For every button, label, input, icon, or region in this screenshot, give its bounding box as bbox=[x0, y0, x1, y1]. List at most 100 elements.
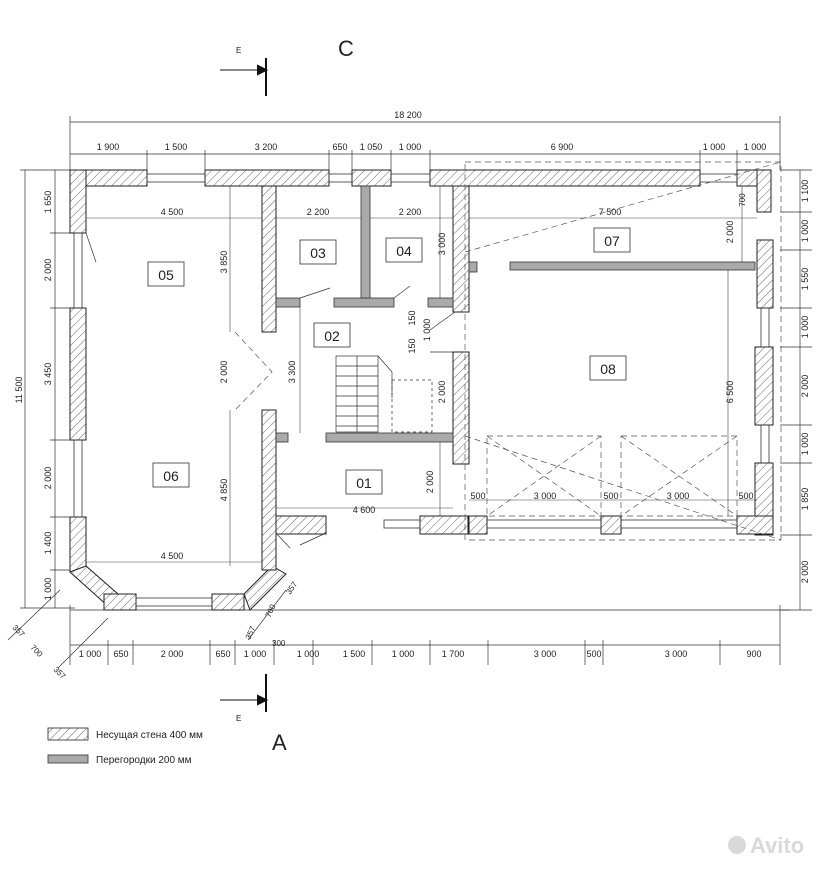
dim-top-4: 650 bbox=[332, 142, 347, 152]
svg-text:07: 07 bbox=[604, 233, 620, 249]
dim-r07-step: 700 bbox=[738, 193, 747, 207]
section-cut-top bbox=[220, 58, 269, 96]
legend-label-bearing-wall: Несущая стена 400 мм bbox=[96, 730, 203, 741]
dim-r07-height: 2 000 bbox=[725, 221, 735, 244]
dim-diag-f: 357 bbox=[284, 580, 299, 597]
dim-diag-g: 300 bbox=[272, 639, 286, 648]
dim-bottom-2: 650 bbox=[113, 649, 128, 659]
dim-top-2: 1 500 bbox=[165, 142, 188, 152]
dim-top-7: 6 900 bbox=[551, 142, 574, 152]
dim-top-8: 1 000 bbox=[703, 142, 726, 152]
dim-r02-height: 3 300 bbox=[287, 361, 297, 384]
dim-bottom-12: 3 000 bbox=[665, 649, 688, 659]
room-label-08: 08 bbox=[589, 355, 627, 381]
svg-text:06: 06 bbox=[163, 468, 179, 484]
dim-top-9: 1 000 bbox=[744, 142, 767, 152]
room-label-03: 03 bbox=[299, 239, 337, 265]
dim-bottom-8: 1 000 bbox=[392, 649, 415, 659]
dim-g-3000-b: 3 000 bbox=[667, 491, 690, 501]
dim-r03-width: 2 200 bbox=[307, 207, 330, 217]
svg-text:08: 08 bbox=[600, 361, 616, 377]
room-label-04: 04 bbox=[385, 237, 423, 263]
dim-left-6: 1 000 bbox=[43, 578, 53, 601]
dim-bottom-1: 1 000 bbox=[79, 649, 102, 659]
dim-r05-height: 3 850 bbox=[219, 251, 229, 274]
room-label-07: 07 bbox=[593, 227, 631, 253]
dim-r01-height: 2 000 bbox=[425, 471, 435, 494]
legend-swatch-partition bbox=[47, 754, 89, 764]
dim-g-500-b: 500 bbox=[603, 491, 618, 501]
legend-swatch-bearing-wall bbox=[47, 727, 89, 741]
svg-text:03: 03 bbox=[310, 245, 326, 261]
dim-right-7: 1 850 bbox=[800, 488, 810, 511]
dashed-outlines bbox=[234, 161, 782, 541]
dim-left-1: 1 650 bbox=[43, 191, 53, 214]
facade-label-bottom: А bbox=[272, 730, 287, 755]
bottom-dimension-lines bbox=[7, 589, 790, 669]
dim-g-500-c: 500 bbox=[738, 491, 753, 501]
section-cut-letter-bottom: Е bbox=[236, 714, 241, 723]
dim-bottom-13: 900 bbox=[746, 649, 761, 659]
dim-right-3: 1 550 bbox=[800, 268, 810, 291]
dim-bottom-11: 500 bbox=[586, 649, 601, 659]
dim-bottom-4: 650 bbox=[215, 649, 230, 659]
dim-top-1: 1 900 bbox=[97, 142, 120, 152]
legend: Несущая стена 400 мм Перегородки 200 мм bbox=[47, 727, 203, 766]
dim-bottom-9: 1 700 bbox=[442, 649, 465, 659]
room-label-05: 05 bbox=[147, 261, 185, 287]
svg-text:02: 02 bbox=[324, 328, 340, 344]
legend-label-partition: Перегородки 200 мм bbox=[96, 755, 192, 766]
section-cut-bottom bbox=[220, 674, 269, 712]
dim-bottom-5: 1 000 bbox=[244, 649, 267, 659]
bearing-walls bbox=[69, 169, 774, 611]
svg-text:Avito: Avito bbox=[750, 833, 804, 858]
dim-left-3: 3 450 bbox=[43, 363, 53, 386]
right-dimension-lines bbox=[780, 169, 812, 611]
dim-top-6: 1 000 bbox=[399, 142, 422, 152]
dim-corridor: 2 000 bbox=[219, 361, 229, 384]
svg-text:01: 01 bbox=[356, 475, 372, 491]
dim-top-5: 1 050 bbox=[360, 142, 383, 152]
dim-overall-height: 11 500 bbox=[14, 377, 24, 404]
dim-diag-c: 357 bbox=[52, 665, 68, 681]
svg-text:05: 05 bbox=[158, 267, 174, 283]
dim-r06-height: 4 850 bbox=[219, 479, 229, 502]
section-cut-letter-top: Е bbox=[236, 46, 241, 55]
dim-r08-height: 6 500 bbox=[725, 381, 735, 404]
dim-bottom-7: 1 500 bbox=[343, 649, 366, 659]
partitions bbox=[275, 185, 756, 443]
dim-r06-width: 4 500 bbox=[161, 551, 184, 561]
dim-diag-d: 357 bbox=[244, 624, 258, 640]
dim-150-a: 150 bbox=[407, 310, 417, 325]
dim-g-500-a: 500 bbox=[470, 491, 485, 501]
dim-diag-a: 357 bbox=[11, 623, 27, 639]
dim-left-4: 2 000 bbox=[43, 467, 53, 490]
facade-label-top: С bbox=[338, 36, 354, 61]
dim-diag-e: 700 bbox=[264, 602, 278, 618]
dim-top-3: 3 200 bbox=[255, 142, 278, 152]
dim-r04-height: 3 000 bbox=[437, 233, 447, 256]
dim-bottom-10: 3 000 bbox=[534, 649, 557, 659]
dim-right-8: 2 000 bbox=[800, 561, 810, 584]
dim-right-5: 2 000 bbox=[800, 375, 810, 398]
door-swings bbox=[85, 186, 470, 549]
room-label-06: 06 bbox=[152, 462, 190, 488]
room-label-02: 02 bbox=[313, 322, 351, 348]
avito-watermark: Avito bbox=[728, 833, 804, 858]
dim-diag-b: 700 bbox=[29, 643, 45, 659]
dim-right-4: 1 000 bbox=[800, 316, 810, 339]
dim-r07-width: 7 500 bbox=[599, 207, 622, 217]
dim-r04-width: 2 200 bbox=[399, 207, 422, 217]
dim-right-2: 1 000 bbox=[800, 220, 810, 243]
dim-left-5: 1 400 bbox=[43, 532, 53, 555]
staircase bbox=[335, 355, 433, 433]
dim-stair: 2 000 bbox=[437, 381, 447, 404]
dim-bottom-6: 1 000 bbox=[297, 649, 320, 659]
dim-overall-width: 18 200 bbox=[394, 110, 422, 120]
dim-r05-width: 4 500 bbox=[161, 207, 184, 217]
top-dimension-lines bbox=[69, 116, 781, 170]
dim-g-3000-a: 3 000 bbox=[534, 491, 557, 501]
dim-r01-width: 4 600 bbox=[353, 505, 376, 515]
dim-right-1: 1 100 bbox=[800, 180, 810, 203]
